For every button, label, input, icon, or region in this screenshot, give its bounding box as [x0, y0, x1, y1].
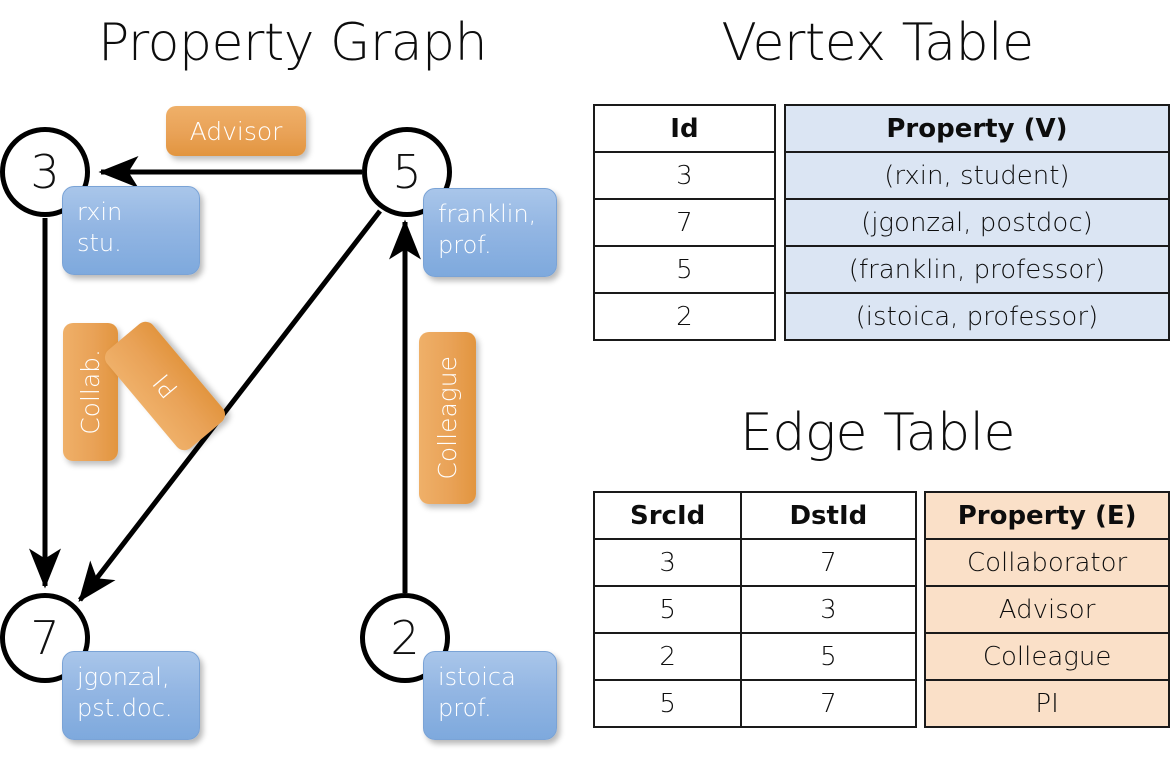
edge-label-colleague: Colleague [419, 332, 476, 504]
vertex-row-3-gap [774, 293, 785, 340]
edge-row-1-gap [915, 586, 926, 633]
graph-node-3-label: 3 [30, 145, 60, 199]
table-row: 3 (rxin, student) [593, 151, 1170, 200]
edge-5-to-7-pi [78, 209, 382, 602]
vertex-row-0-gap [774, 152, 785, 199]
edge-table-header-property: Property (E) [924, 491, 1170, 540]
edge-table-header-row: SrcId DstId Property (E) [592, 491, 1170, 540]
edge-row-0-property: Collaborator [924, 538, 1170, 587]
vertex-table-header-property: Property (V) [783, 104, 1170, 153]
edge-table-header-srcid: SrcId [592, 491, 743, 540]
edge-row-0-dstid: 7 [740, 538, 917, 587]
edge-row-3-dstid: 7 [740, 679, 917, 728]
table-row: 7 (jgonzal, postdoc) [593, 198, 1170, 247]
edge-label-pi-text: PI [146, 368, 184, 404]
vertex-row-2-gap [774, 246, 785, 293]
table-row: 2 (istoica, professor) [593, 292, 1170, 341]
page-title-edge-table: Edge Table [739, 403, 1016, 463]
vertex-row-0-property: (rxin, student) [783, 151, 1170, 200]
page-title-property-graph: Property Graph [97, 13, 488, 73]
node-property-box-3: rxin stu. [62, 186, 200, 275]
edge-label-collab-text: Collab. [76, 349, 105, 435]
vertex-table: Id Property (V) 3 (rxin, student) 7 (jgo… [593, 104, 1170, 341]
edge-row-2-gap [915, 633, 926, 680]
table-row: 5 7 PI [592, 679, 1170, 728]
edge-row-2-property: Colleague [924, 632, 1170, 681]
edge-label-advisor: Advisor [166, 106, 306, 156]
edge-row-2-srcid: 2 [592, 632, 743, 681]
property-graph-diagram: Advisor Collab. PI Colleague 3 5 7 2 rxi… [0, 106, 557, 740]
node-property-box-7: jgonzal, pst.doc. [62, 651, 200, 740]
graph-node-5-label: 5 [392, 145, 422, 199]
vertex-row-2-id: 5 [593, 245, 776, 294]
edge-label-collab: Collab. [63, 323, 118, 461]
page-title-vertex-table: Vertex Table [721, 13, 1034, 73]
edge-row-0-gap [915, 539, 926, 586]
table-row: 3 7 Collaborator [592, 538, 1170, 587]
vertex-row-2-property: (franklin, professor) [783, 245, 1170, 294]
edge-row-3-property: PI [924, 679, 1170, 728]
edge-table: SrcId DstId Property (E) 3 7 Collaborato… [592, 491, 1170, 728]
node-property-box-5: franklin, prof. [423, 188, 557, 277]
vertex-row-3-property: (istoica, professor) [783, 292, 1170, 341]
edge-label-colleague-text: Colleague [433, 356, 462, 480]
vertex-table-column-gap [774, 105, 785, 152]
graph-node-2-label: 2 [390, 611, 420, 665]
vertex-row-1-gap [774, 199, 785, 246]
edge-row-1-property: Advisor [924, 585, 1170, 634]
table-row: 5 3 Advisor [592, 585, 1170, 634]
vertex-row-1-id: 7 [593, 198, 776, 247]
node-property-box-2: istoica prof. [423, 651, 557, 740]
graph-edges-layer [29, 156, 421, 602]
edge-row-1-dstid: 3 [740, 585, 917, 634]
graph-node-2[interactable]: 2 [360, 593, 450, 683]
graph-node-5[interactable]: 5 [362, 127, 452, 217]
vertex-row-1-property: (jgonzal, postdoc) [783, 198, 1170, 247]
vertex-row-3-id: 2 [593, 292, 776, 341]
table-row: 5 (franklin, professor) [593, 245, 1170, 294]
edge-table-header-dstid: DstId [740, 491, 917, 540]
edge-row-0-srcid: 3 [592, 538, 743, 587]
edge-label-advisor-text: Advisor [189, 116, 283, 146]
edge-row-3-srcid: 5 [592, 679, 743, 728]
edge-row-2-dstid: 5 [740, 632, 917, 681]
vertex-table-header-id: Id [593, 104, 776, 153]
vertex-table-header-row: Id Property (V) [593, 104, 1170, 153]
graph-node-7-label: 7 [30, 611, 60, 665]
edge-table-column-gap [915, 492, 926, 539]
edge-row-1-srcid: 5 [592, 585, 743, 634]
edge-row-3-gap [915, 680, 926, 727]
vertex-row-0-id: 3 [593, 151, 776, 200]
table-row: 2 5 Colleague [592, 632, 1170, 681]
